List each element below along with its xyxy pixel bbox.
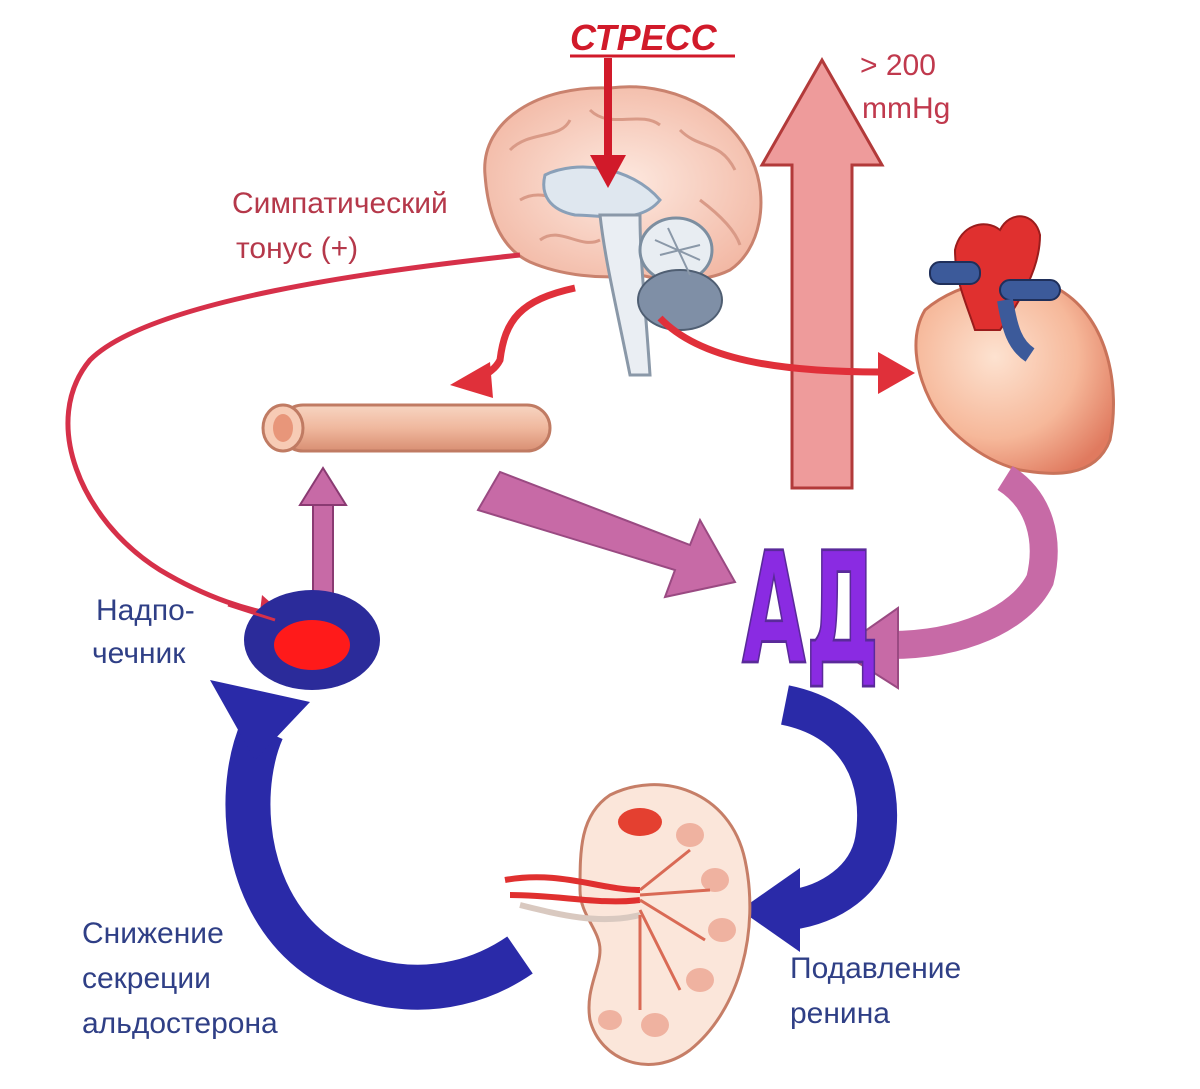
adrenal-to-vessel-arrow: [298, 466, 348, 621]
renin-label-line2: ренина: [790, 997, 890, 1030]
pressure-label-value: > 200: [860, 49, 936, 82]
aldosterone-label-line3: альдостерона: [82, 1007, 278, 1040]
aldosterone-label-line1: Снижение: [82, 917, 224, 950]
adrenal-label-pointer: [227, 603, 276, 622]
adrenal-gland-icon: [244, 590, 380, 690]
vessel-to-bp-arrow: [476, 470, 737, 599]
heart-to-bp-arrow: [836, 466, 1058, 690]
pressure-rise-arrow: [759, 56, 885, 490]
aldosterone-label-line2: секреции: [82, 962, 211, 995]
bp-to-kidney-arrow: [740, 685, 898, 952]
sympathetic-label-line2: тонус (+): [236, 232, 358, 265]
kidney-icon: [504, 783, 752, 1066]
brain-to-heart-arrow: [657, 315, 915, 394]
stress-arrow: [590, 58, 626, 188]
adrenal-label-line1: Надпо-: [96, 594, 195, 627]
brain-to-vessel-arrow: [450, 284, 576, 398]
renin-label-line1: Подавление: [790, 952, 961, 985]
pressure-label-unit: mmHg: [862, 92, 950, 125]
adrenal-label-line2: чечник: [92, 637, 186, 670]
heart-icon: [914, 215, 1115, 475]
stress-label: СТРЕСС: [570, 17, 718, 58]
bp-label: АД: [742, 520, 879, 700]
kidney-to-adrenal-arrow: [210, 680, 533, 1010]
blood-vessel-icon: [261, 403, 552, 453]
sympathetic-label-line1: Симпатический: [232, 187, 448, 220]
brain-icon: [483, 85, 763, 377]
